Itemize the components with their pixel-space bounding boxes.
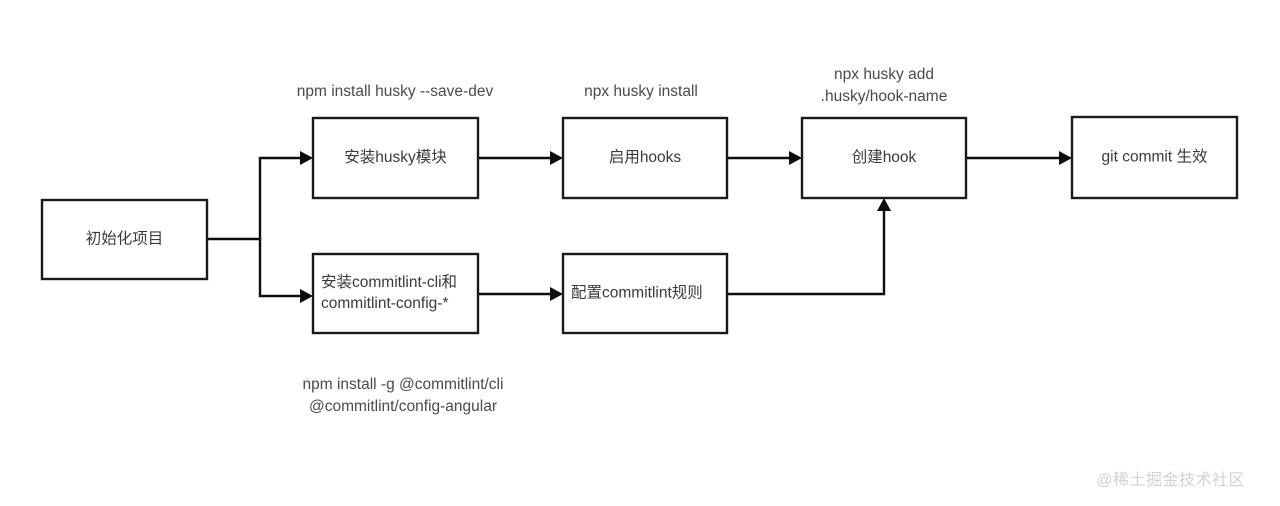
caption-line: @commitlint/config-angular <box>309 398 497 415</box>
node-label: 初始化项目 <box>86 230 164 248</box>
caption-install-husky: npm install husky --save-dev <box>297 83 494 100</box>
arrow-head-icon <box>1059 151 1072 165</box>
caption-line: npm install -g @commitlint/cli <box>303 376 504 393</box>
node-config-commitlint[interactable]: 配置commitlint规则 <box>561 252 729 335</box>
edge-install-commitlint-to-config-commitlint <box>476 287 563 301</box>
edge-line <box>205 156 309 241</box>
node-install-husky[interactable]: 安装husky模块 <box>311 116 480 200</box>
edge-line <box>258 237 309 298</box>
edge-enable-hooks-to-create-hook <box>725 151 802 165</box>
node-enable-hooks[interactable]: 启用hooks <box>561 116 729 200</box>
edge-install-husky-to-enable-hooks <box>476 151 563 165</box>
edge-init-project-to-install-husky <box>205 151 313 241</box>
node-git-commit-effective[interactable]: git commit 生效 <box>1070 115 1239 200</box>
caption-line: npx husky install <box>584 83 698 100</box>
edge-config-commitlint-to-create-hook <box>725 198 891 296</box>
node-box[interactable] <box>561 252 729 335</box>
arrow-head-icon <box>550 287 563 301</box>
edge-line <box>725 203 886 296</box>
watermark-label: @稀土掘金技术社区 <box>1096 471 1245 489</box>
watermark-layer: @稀土掘金技术社区 <box>1096 471 1245 489</box>
caption-husky-add: npx husky add .husky/hook-name <box>821 66 948 105</box>
node-label: 启用hooks <box>609 148 682 166</box>
arrow-head-icon <box>300 151 313 165</box>
node-box[interactable] <box>1070 115 1239 200</box>
caption-commitlint-install: npm install -g @commitlint/cli @commitlin… <box>303 376 504 415</box>
caption-husky-install: npx husky install <box>584 83 698 100</box>
node-init-project[interactable]: 初始化项目 <box>40 198 209 281</box>
node-box[interactable] <box>561 116 729 200</box>
arrow-head-icon <box>550 151 563 165</box>
node-box[interactable] <box>800 116 968 200</box>
caption-line: .husky/hook-name <box>821 88 948 105</box>
captions-layer: npm install husky --save-dev npx husky in… <box>297 66 948 415</box>
arrow-head-icon <box>877 198 891 211</box>
node-label: 创建hook <box>852 148 917 166</box>
node-box[interactable] <box>40 198 209 281</box>
edge-init-project-to-install-commitlint <box>258 237 313 303</box>
node-label: 安装husky模块 <box>344 148 447 166</box>
caption-line: npx husky add <box>834 66 934 83</box>
node-label: 配置commitlint规则 <box>571 284 703 302</box>
node-label: 安装commitlint-cli和 <box>321 273 457 291</box>
node-create-hook[interactable]: 创建hook <box>800 116 968 200</box>
edge-create-hook-to-git-commit-effective <box>964 151 1072 165</box>
arrow-head-icon <box>789 151 802 165</box>
node-install-commitlint[interactable]: 安装commitlint-cli和 commitlint-config-* <box>311 252 480 335</box>
node-box[interactable] <box>311 116 480 200</box>
nodes-layer: 初始化项目 安装husky模块 启用hooks 创建hook git commit 生效… <box>40 115 1239 335</box>
edges-layer <box>205 151 1072 303</box>
caption-line: npm install husky --save-dev <box>297 83 494 100</box>
node-box[interactable] <box>311 252 480 335</box>
arrow-head-icon <box>300 289 313 303</box>
node-label: commitlint-config-* <box>321 295 448 312</box>
node-label: git commit 生效 <box>1102 148 1208 166</box>
